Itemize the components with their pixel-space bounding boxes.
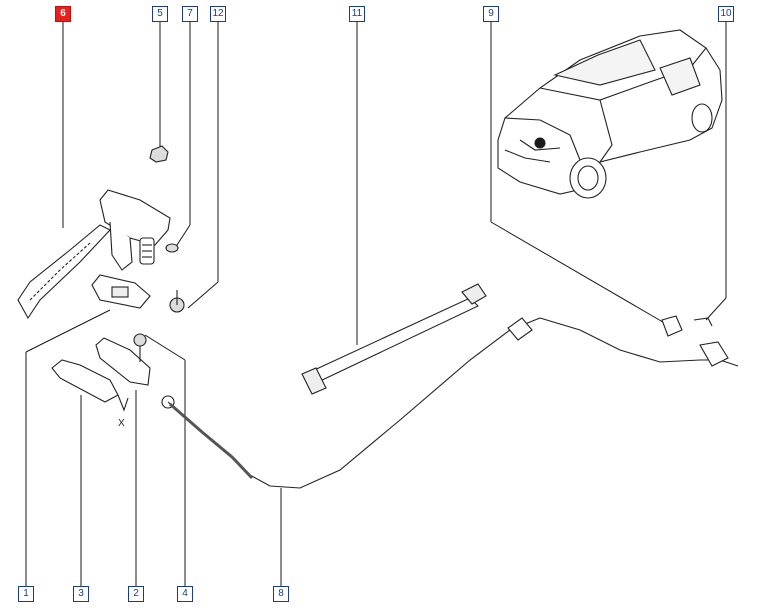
- callout-11[interactable]: 11: [349, 6, 365, 22]
- callout-10[interactable]: 10: [718, 6, 734, 22]
- lever-assembly: [17, 145, 179, 320]
- gas-strut: [301, 283, 487, 395]
- latch-plate: [91, 274, 185, 313]
- car-illustration: [497, 29, 723, 199]
- release-cable: [167, 315, 739, 489]
- callout-12[interactable]: 12: [210, 6, 226, 22]
- callout-3[interactable]: 3: [73, 586, 89, 602]
- x-mark-label: X: [118, 418, 125, 429]
- callout-7[interactable]: 7: [182, 6, 198, 22]
- callout-1[interactable]: 1: [18, 586, 34, 602]
- callout-8[interactable]: 8: [273, 586, 289, 602]
- callout-4[interactable]: 4: [177, 586, 193, 602]
- callout-2[interactable]: 2: [128, 586, 144, 602]
- callout-6[interactable]: 6: [55, 6, 71, 22]
- callout-5[interactable]: 5: [152, 6, 168, 22]
- callout-9[interactable]: 9: [483, 6, 499, 22]
- support-bracket: [51, 333, 175, 412]
